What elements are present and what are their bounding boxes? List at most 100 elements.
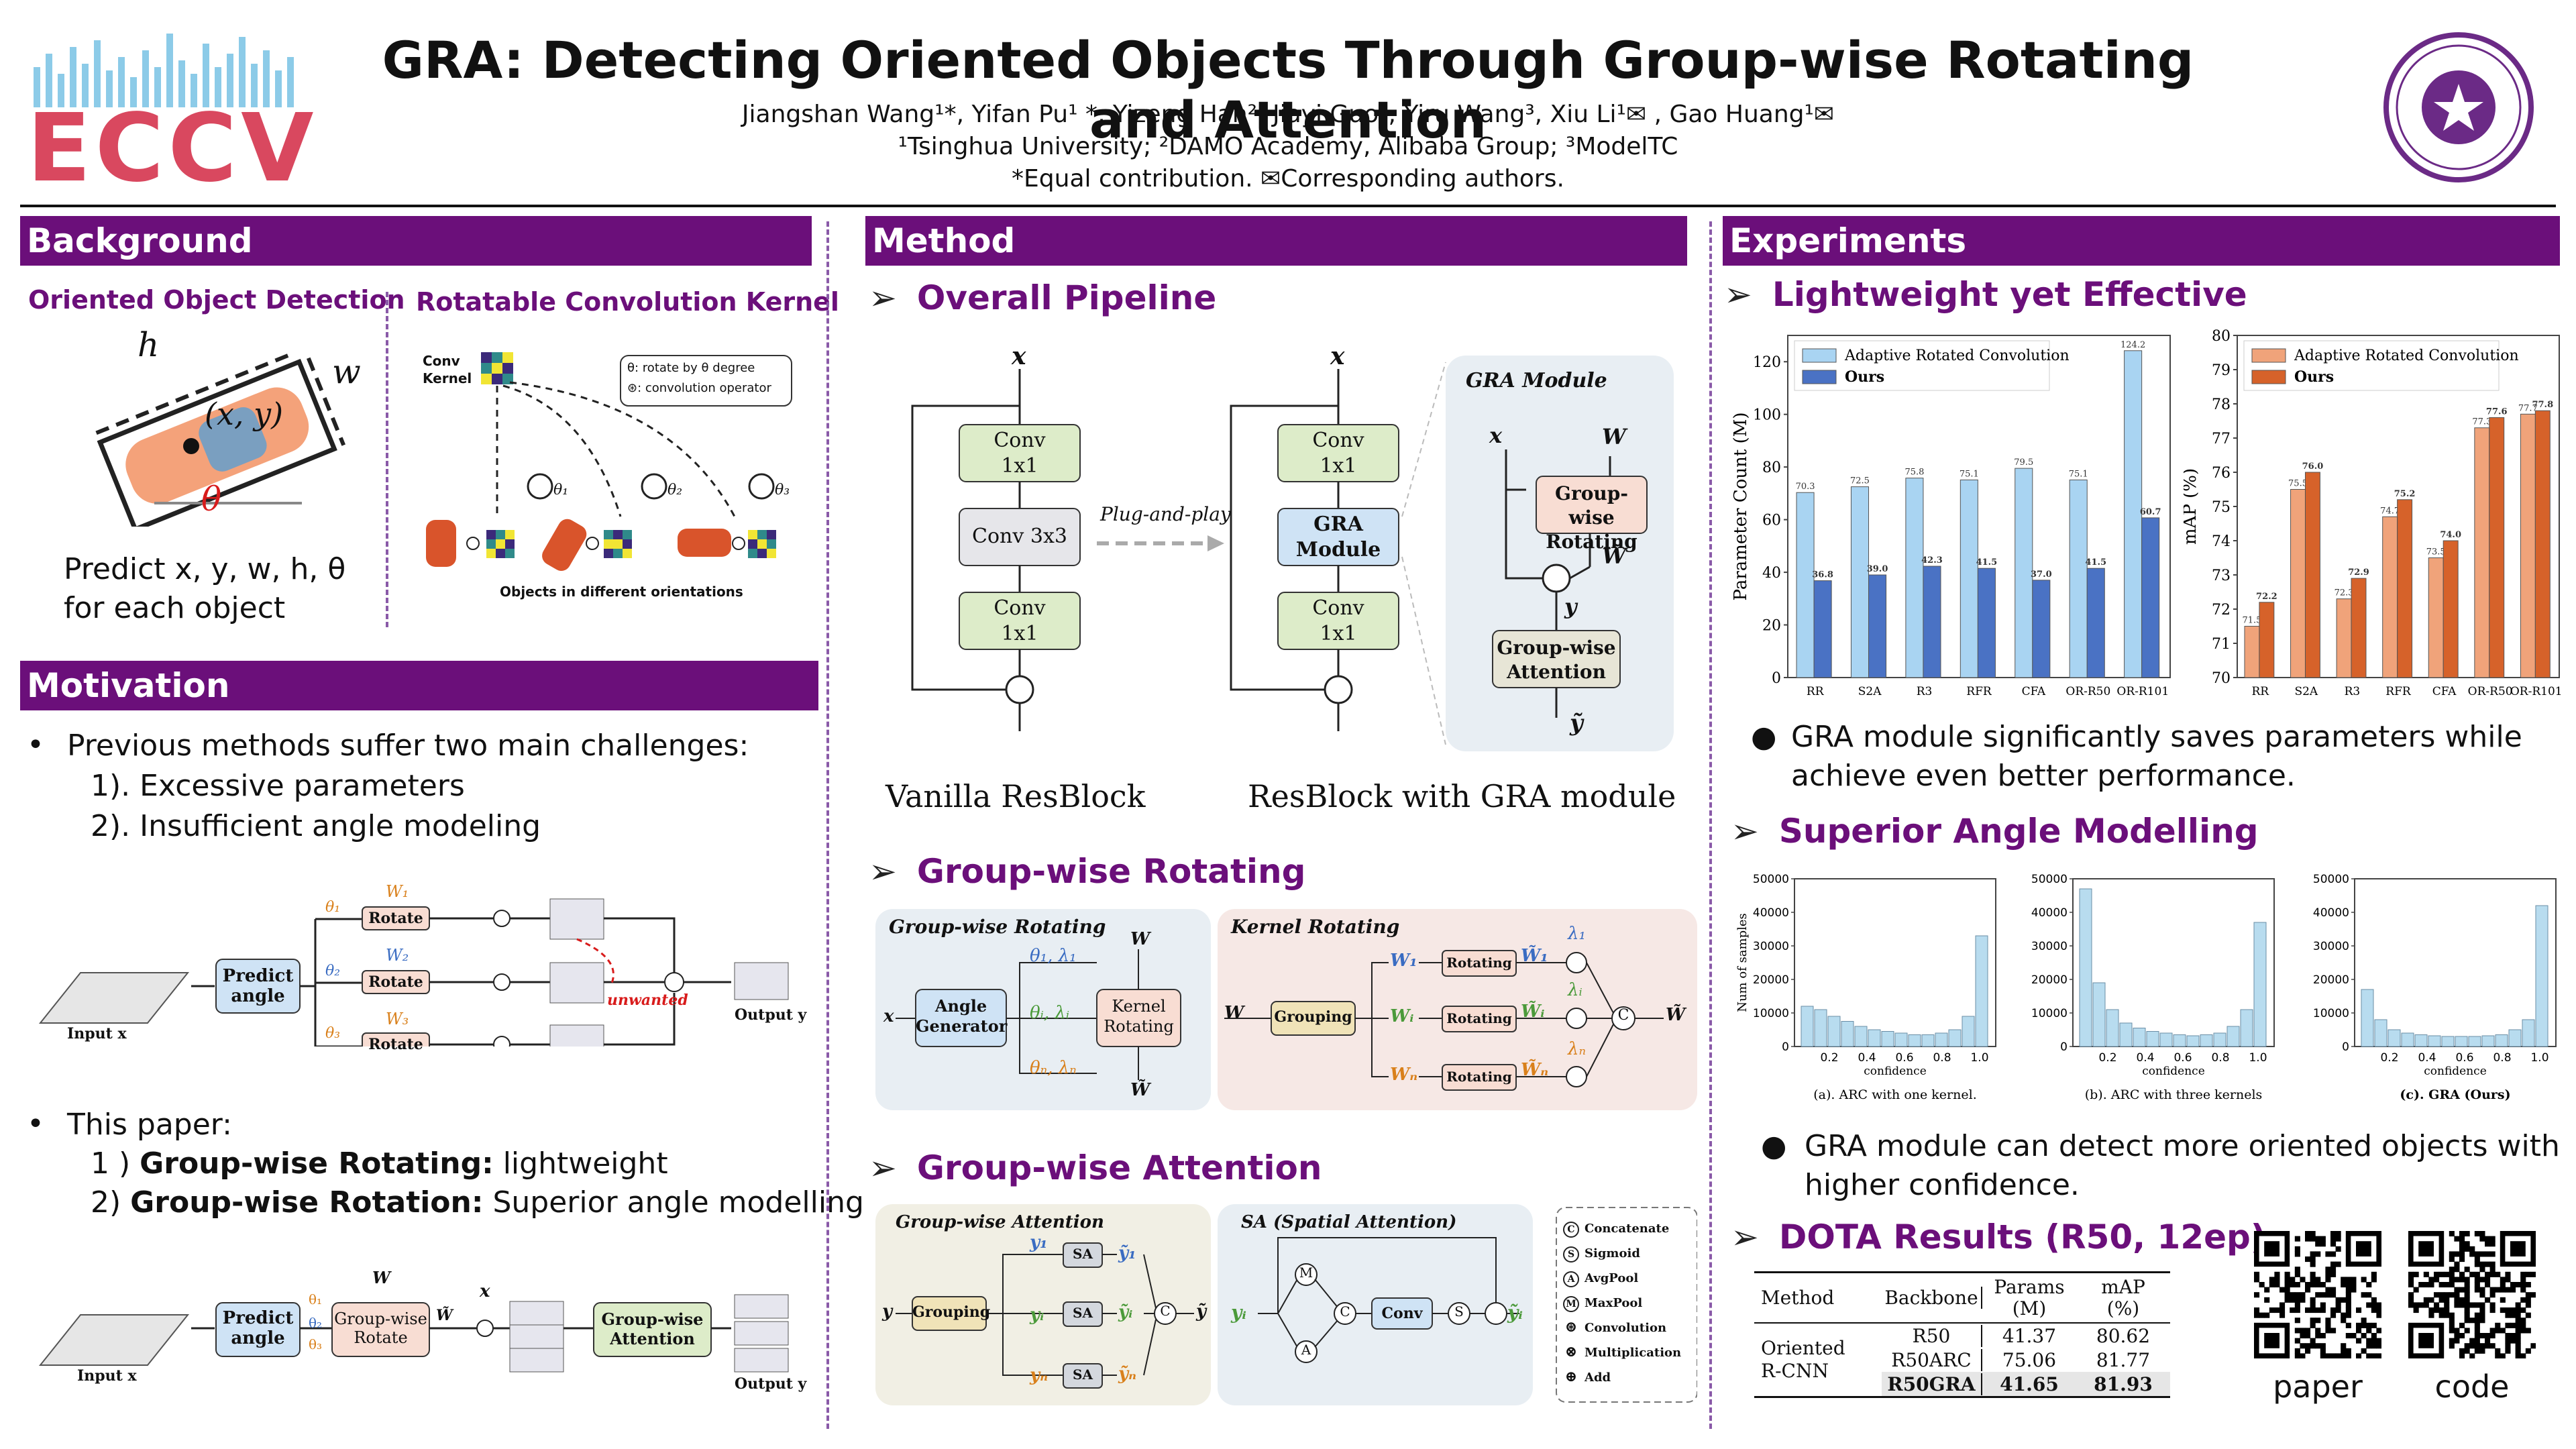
qr-module	[2428, 1297, 2434, 1303]
rotating-box-n: Rotating	[1446, 1069, 1512, 1085]
qr-module	[2423, 1302, 2429, 1308]
qr-module	[2474, 1312, 2480, 1318]
method-heading: Method	[865, 216, 1687, 266]
qr-module	[2341, 1343, 2347, 1349]
hist-bar	[2106, 1009, 2119, 1047]
paper-point-1-rest: lightweight	[493, 1146, 668, 1181]
sa-title: SA (Spatial Attention)	[1241, 1212, 1457, 1232]
plug-and-play: Plug-and-play	[1100, 503, 1231, 525]
qr-module	[2315, 1307, 2321, 1313]
qr-module	[2325, 1287, 2331, 1293]
legend-sym-c: C	[1563, 1222, 1579, 1238]
x-tick-label: 0.6	[2455, 1051, 2473, 1065]
qr-module	[2464, 1307, 2470, 1313]
gra-module-Wt: W̃	[1602, 543, 1626, 569]
fig1-t1: θ₁	[325, 899, 341, 916]
qr-module	[2505, 1322, 2511, 1328]
qr-module	[2371, 1271, 2377, 1277]
qr-module	[2525, 1348, 2531, 1354]
qr-module	[2345, 1302, 2351, 1308]
qr-module	[2294, 1297, 2300, 1303]
hist-bar	[2213, 1032, 2226, 1047]
qr-module	[2356, 1338, 2362, 1344]
qr-module	[2320, 1241, 2326, 1247]
qr-module	[2305, 1236, 2311, 1242]
qr-module	[2330, 1261, 2337, 1267]
qr-module	[2341, 1282, 2347, 1288]
theta1-label: θ₁	[553, 482, 569, 498]
qr-module	[2520, 1322, 2526, 1328]
qr-module	[2489, 1307, 2496, 1313]
bar-value-label: 124.2	[2121, 340, 2145, 350]
qr-module	[2464, 1292, 2470, 1298]
paper-qr-code[interactable]	[2254, 1231, 2382, 1359]
bar-value-label: 60.7	[2140, 507, 2161, 517]
qr-module	[2325, 1322, 2331, 1328]
y-tick-label: 100	[1753, 407, 1781, 424]
kr-ln: λₙ	[1568, 1039, 1587, 1059]
kr-li: λᵢ	[1568, 980, 1582, 1000]
qr-module	[2330, 1353, 2337, 1359]
qr-module	[2310, 1271, 2316, 1277]
qr-module	[2356, 1322, 2362, 1328]
fig2-predict: Predict angle	[222, 1308, 294, 1348]
bar	[2304, 472, 2320, 678]
y-tick-label: 40000	[2313, 906, 2349, 920]
bar	[2351, 578, 2367, 678]
group-attention-figure: Group-wise Attention y Grouping y₁ yᵢ yₙ…	[875, 1204, 1698, 1405]
qr-module	[2341, 1348, 2347, 1354]
qr-module	[2345, 1297, 2351, 1303]
qr-module	[2335, 1353, 2341, 1359]
qr-module	[2454, 1251, 2460, 1257]
qr-module	[2515, 1328, 2521, 1334]
qr-module	[2479, 1318, 2485, 1324]
qr-module	[2294, 1353, 2300, 1359]
param-chart-svg: 02040608010012070.336.8RR72.539.0S2A75.8…	[1731, 335, 2171, 698]
qr-module	[2335, 1302, 2341, 1308]
qr-module	[2345, 1292, 2351, 1298]
x-tick-label: 0.4	[2136, 1051, 2154, 1065]
hist-bar	[1814, 1009, 1827, 1047]
gwa-sa-i: SA	[1073, 1305, 1093, 1321]
qr-module	[2510, 1338, 2516, 1344]
bar-value-label: 72.3	[2334, 588, 2354, 598]
qr-module	[2254, 1307, 2260, 1313]
qr-module	[2305, 1328, 2311, 1334]
qr-module	[2330, 1241, 2337, 1247]
qr-module	[2325, 1271, 2331, 1277]
qr-module	[2320, 1333, 2326, 1339]
qr-module	[2366, 1343, 2372, 1349]
sa-avgpool: A	[1301, 1342, 1311, 1358]
qr-module	[2489, 1241, 2496, 1247]
qr-module	[2464, 1348, 2470, 1354]
qr-module	[2485, 1271, 2491, 1277]
qr-module	[2454, 1277, 2460, 1283]
code-qr-code[interactable]	[2408, 1231, 2536, 1359]
legend-label-sigmoid: Sigmoid	[1585, 1246, 1640, 1260]
legend-swatch	[2251, 348, 2286, 363]
qr-module	[2413, 1271, 2419, 1277]
legend-sym-m: M	[1563, 1296, 1579, 1312]
qr-module	[2376, 1338, 2382, 1344]
qr-module	[2459, 1333, 2465, 1339]
qr-module	[2530, 1343, 2536, 1349]
qr-module	[2366, 1338, 2372, 1344]
bar-value-label: 42.3	[1921, 555, 1943, 566]
qr-module	[2515, 1307, 2521, 1313]
td-params: 75.06	[2002, 1348, 2057, 1371]
rotating-box-1: Rotating	[1446, 955, 1512, 971]
qr-module	[2366, 1302, 2372, 1308]
bar-value-label: 72.2	[2256, 592, 2277, 602]
qr-module	[2361, 1322, 2367, 1328]
qr-module	[2479, 1251, 2485, 1257]
qr-module	[2495, 1328, 2501, 1334]
y-tick-label: 20	[1762, 618, 1781, 635]
qr-module	[2485, 1261, 2491, 1267]
y-tick-label: 80	[2212, 328, 2231, 345]
qr-module	[2438, 1271, 2445, 1277]
qr-module	[2300, 1328, 2306, 1334]
qr-module	[2310, 1251, 2316, 1257]
qr-module	[2469, 1343, 2475, 1349]
qr-module	[2505, 1287, 2511, 1293]
